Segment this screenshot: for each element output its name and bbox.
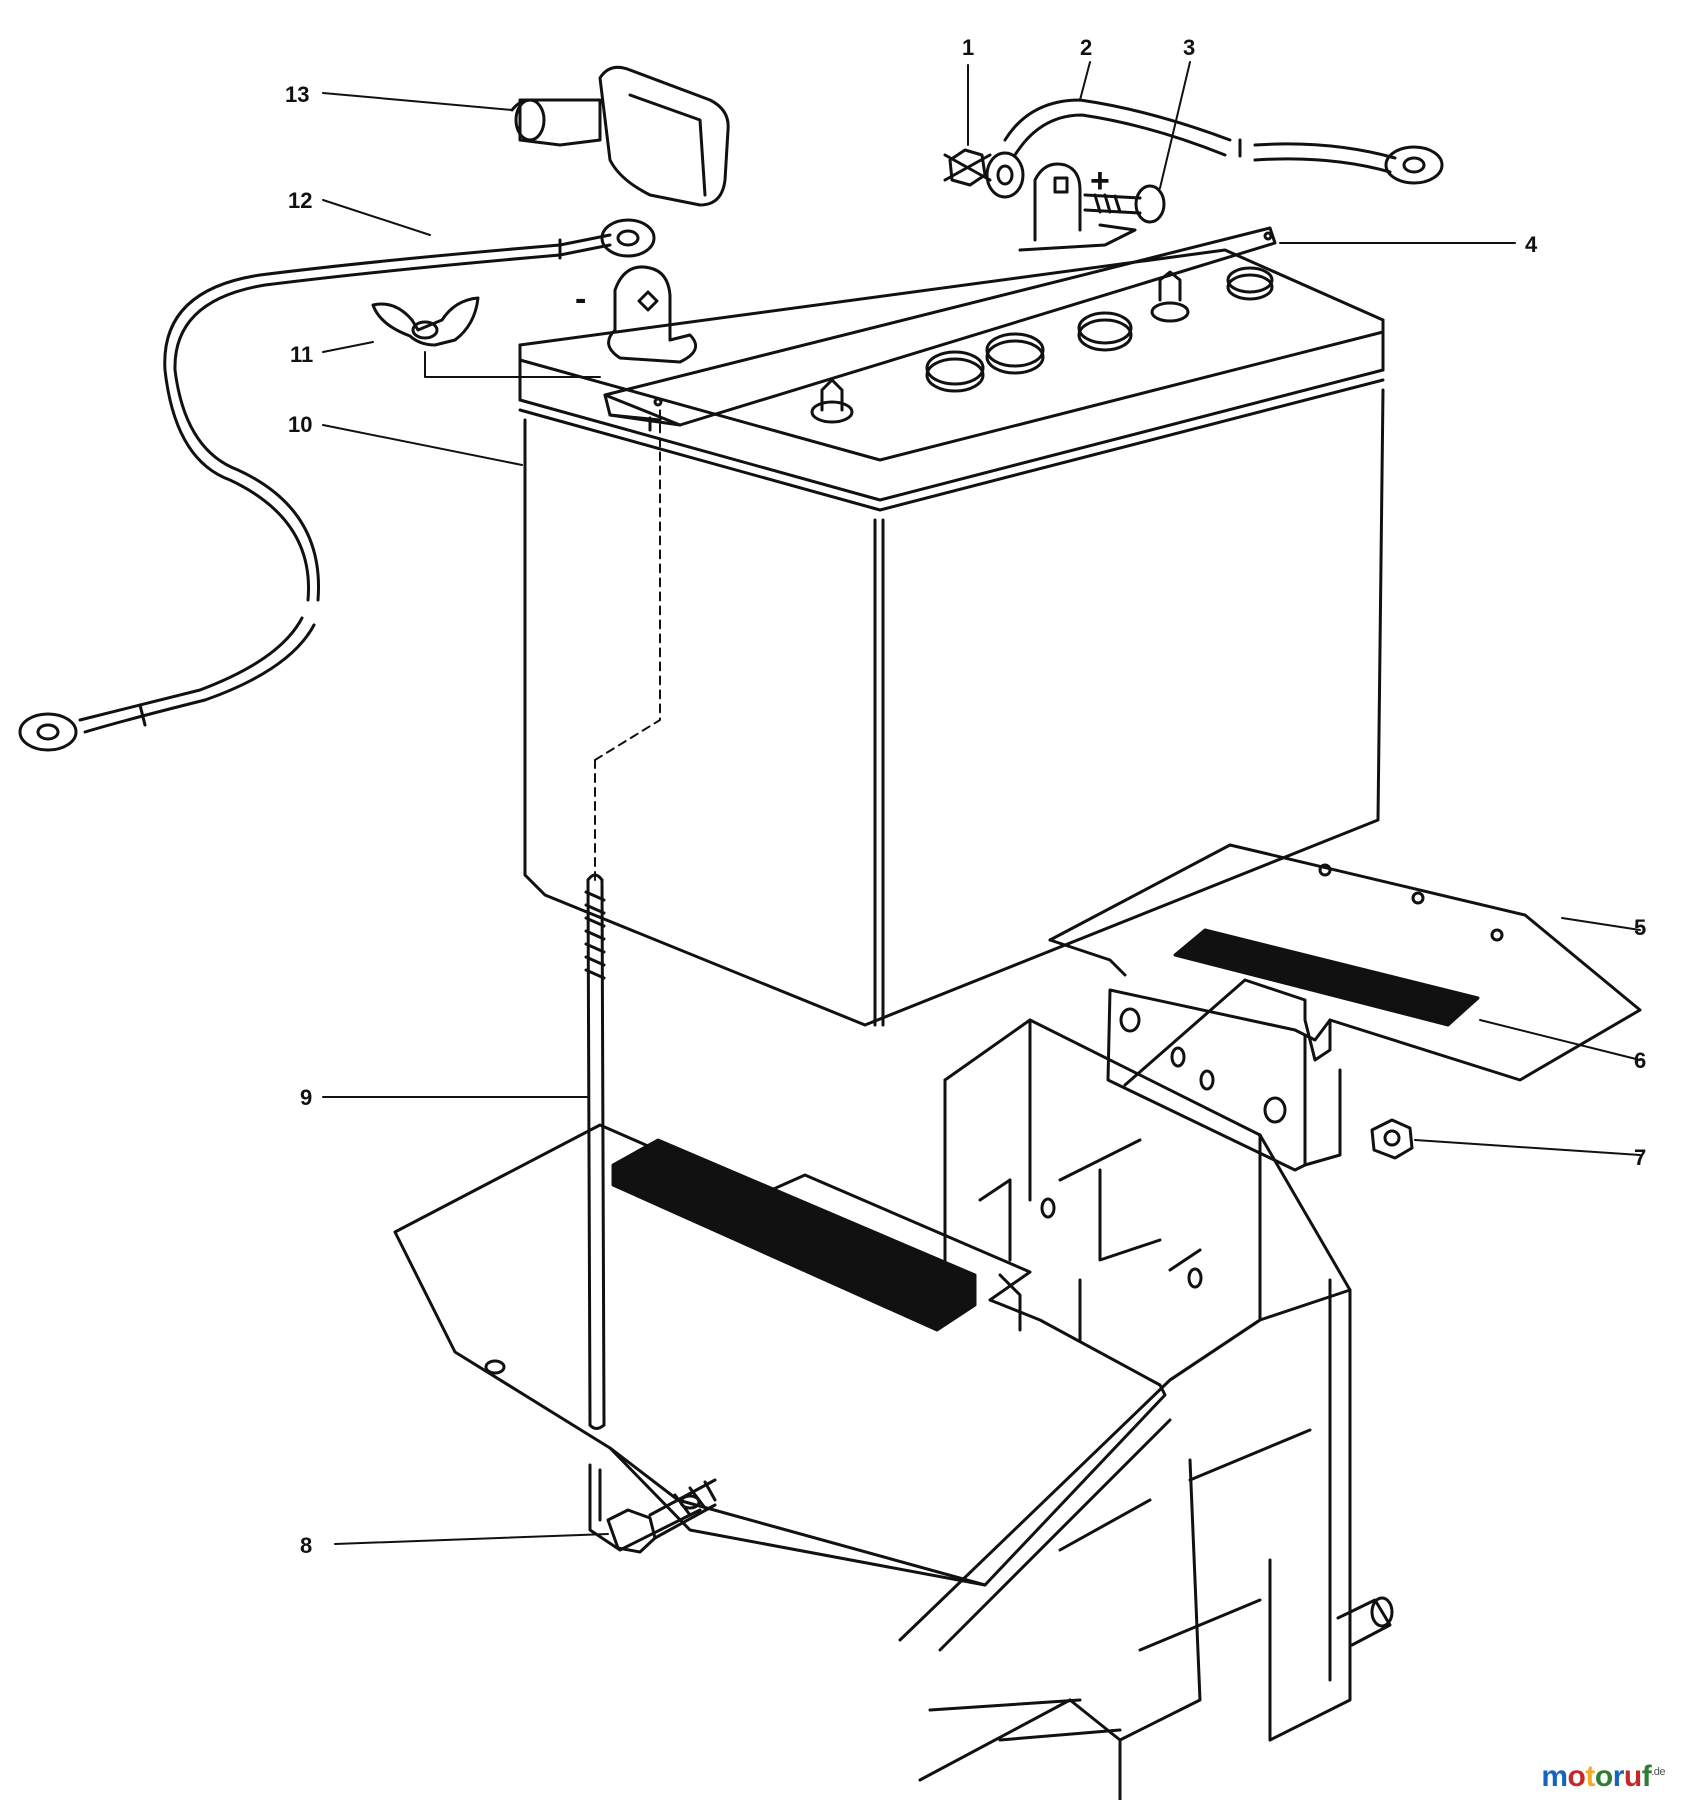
- watermark-letter: m: [1541, 1760, 1568, 1793]
- rubber-pad-right: [1173, 928, 1480, 1027]
- watermark-letter: r: [1612, 1760, 1625, 1793]
- watermark-letter: t: [1585, 1760, 1595, 1793]
- callout-8: 8: [300, 1533, 312, 1558]
- negative-cable-part-12: [18, 218, 656, 752]
- negative-terminal: [607, 265, 698, 364]
- leader-lines: [322, 61, 1641, 1545]
- negative-sign: -: [575, 280, 586, 318]
- callout-12: 12: [288, 188, 312, 213]
- watermark-suffix: .de: [1651, 1766, 1665, 1778]
- callout-7: 7: [1634, 1145, 1646, 1170]
- callout-11: 11: [290, 342, 313, 367]
- callout-2: 2: [1080, 35, 1092, 60]
- callout-1: 1: [962, 35, 974, 60]
- wing-nut-part-11: [371, 296, 480, 347]
- hold-down-bar-part-4: [603, 226, 1277, 432]
- nut-part-7: [1370, 1118, 1414, 1160]
- battery-tray-right: [1048, 843, 1642, 1172]
- lock-nut-part-1: [943, 148, 1025, 199]
- rubber-pad-left: [611, 1138, 977, 1332]
- watermark-letter: u: [1623, 1760, 1642, 1793]
- j-bolt-part-9: [584, 409, 661, 1430]
- callout-13: 13: [285, 82, 309, 107]
- carriage-bolt-part-3: [1083, 184, 1166, 224]
- callout-5: 5: [1634, 915, 1646, 940]
- watermark-letter: f: [1641, 1760, 1652, 1793]
- watermark-letter: o: [1594, 1760, 1613, 1793]
- positive-cable-part-2: [1003, 98, 1444, 185]
- watermark-logo: motoruf.de: [1541, 1760, 1665, 1794]
- bolt-part-8: [606, 1478, 717, 1554]
- callout-4: 4: [1525, 232, 1538, 257]
- callout-10: 10: [288, 412, 312, 437]
- positive-terminal: [1018, 162, 1137, 252]
- callout-9: 9: [300, 1085, 312, 1110]
- frame-rail: [898, 1018, 1394, 1800]
- callout-3: 3: [1183, 35, 1195, 60]
- watermark-letter: o: [1567, 1760, 1586, 1793]
- terminal-boot-part-13: [510, 65, 730, 207]
- battery-part-10: [518, 248, 1385, 1027]
- callout-6: 6: [1634, 1048, 1646, 1073]
- positive-sign: +: [1090, 162, 1110, 200]
